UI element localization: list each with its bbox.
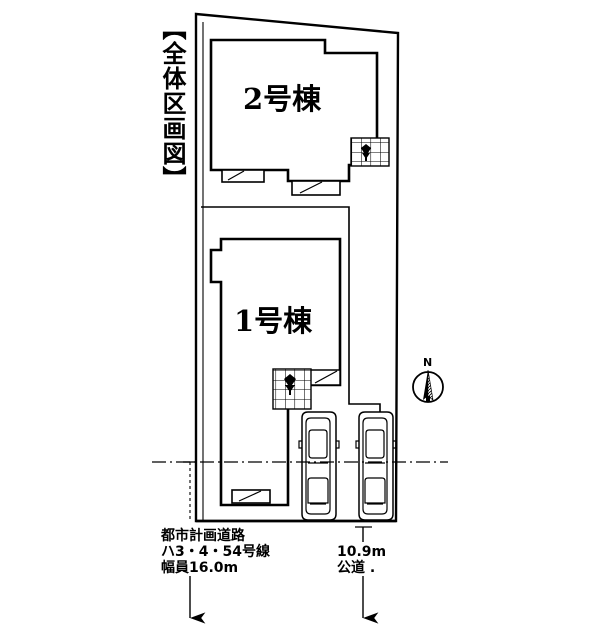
public-road-width: 10.9m: [337, 544, 387, 560]
building-label-1: 1号棟: [234, 304, 313, 338]
parking-car-left: [298, 411, 340, 521]
balcony: [221, 169, 265, 183]
parking-car-right: [355, 411, 397, 521]
building-2-footprint: [209, 38, 379, 196]
balcony: [231, 489, 271, 504]
entrance-tiles: [350, 137, 390, 167]
road-plan-line-2: ハ3・4・54号線: [161, 544, 270, 560]
public-road-type: 公道 .: [337, 560, 376, 576]
dimension-leader-public-road: [355, 526, 379, 624]
road-plan-line-3: 幅員16.0m: [161, 560, 239, 576]
shrub-icon: [284, 374, 296, 395]
dimension-leader-road-plan: [183, 461, 206, 624]
shrub-icon: [361, 144, 371, 161]
entrance-tiles: [272, 368, 312, 410]
road-plan-line-1: 都市計画道路: [161, 528, 245, 544]
building-label-2: 2号棟: [243, 82, 322, 116]
balcony: [291, 180, 341, 196]
annotation-road-plan: 都市計画道路 ハ3・4・54号線 幅員16.0m: [161, 528, 270, 576]
page-title: 【全体区画図】: [158, 16, 186, 191]
annotation-public-road: 10.9m 公道 .: [337, 544, 386, 576]
north-arrow-icon: [412, 369, 444, 403]
north-label: N: [423, 356, 433, 369]
